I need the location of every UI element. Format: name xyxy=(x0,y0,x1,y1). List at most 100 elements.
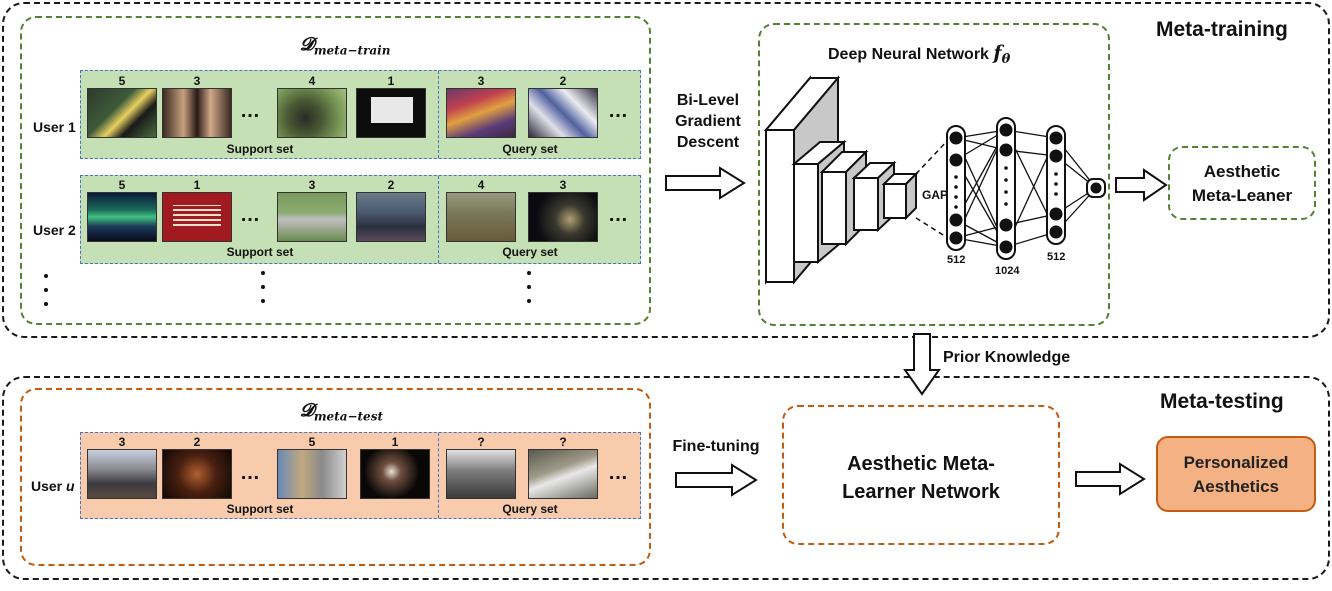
score-label: 1 xyxy=(387,74,395,88)
photo-field xyxy=(446,192,516,242)
meta-training-region xyxy=(2,2,1330,338)
personalized-line-2: Aesthetics xyxy=(1193,477,1279,496)
score-label: ? xyxy=(559,435,567,449)
fc-layer-512-b xyxy=(1046,125,1066,245)
ellipsis: … xyxy=(240,204,263,226)
support-query-divider xyxy=(438,433,439,518)
more-users-dots xyxy=(44,274,50,316)
learner-line-1: Aesthetic Meta- xyxy=(847,453,995,475)
layer-size-512-a: 512 xyxy=(947,254,966,266)
photo-toucan xyxy=(87,88,157,138)
conv-block-5 xyxy=(881,171,919,221)
photo-sign xyxy=(162,192,232,242)
dnn-diagram xyxy=(763,75,1106,285)
ellipsis: … xyxy=(608,204,631,226)
fine-tuning-label: Fine-tuning xyxy=(672,438,760,455)
ellipsis: … xyxy=(608,100,631,122)
user-2-label: User 2 xyxy=(33,222,76,238)
aesthetic-meta-learner-network-box xyxy=(782,405,1060,545)
gap-label: GAP xyxy=(922,188,949,202)
score-label: 5 xyxy=(118,178,126,192)
score-label: 3 xyxy=(308,178,316,192)
photo-soccer xyxy=(277,192,347,242)
photo-night xyxy=(528,192,598,242)
personalized-line-1: Personalized xyxy=(1183,453,1289,472)
meta-train-dataset-box xyxy=(20,16,651,325)
photo-friends xyxy=(162,88,232,138)
bi-level-line-1: Bi-Level xyxy=(676,92,740,109)
meta-train-dataset-label: 𝓓meta−train xyxy=(300,34,391,58)
support-set-label: Support set xyxy=(226,502,294,516)
layer-size-512-b: 512 xyxy=(1047,251,1066,263)
personalized-aesthetics-box: Personalized Aesthetics xyxy=(1156,436,1316,512)
meta-learner-line-2: Meta-Leaner xyxy=(1191,186,1293,205)
score-label: 2 xyxy=(559,74,567,88)
score-label: 3 xyxy=(118,435,126,449)
score-label: 1 xyxy=(391,435,399,449)
sign-text xyxy=(173,205,221,229)
ellipsis: … xyxy=(240,462,263,484)
photo-rally-car xyxy=(528,449,598,499)
meta-test-dataset-box xyxy=(20,388,651,566)
to-personalized-arrow xyxy=(1075,462,1146,496)
score-label: 5 xyxy=(308,435,316,449)
support-query-divider xyxy=(438,176,439,263)
score-label: 2 xyxy=(387,178,395,192)
photo-animal xyxy=(277,88,347,138)
support-set-label: Support set xyxy=(226,142,294,156)
to-meta-learner-arrow xyxy=(1115,168,1168,202)
meta-testing-region xyxy=(2,376,1330,580)
user-1-label: User 1 xyxy=(33,119,76,135)
meta-learner-line-1: Aesthetic xyxy=(1203,162,1281,181)
photo-performer xyxy=(360,449,430,499)
score-label: 4 xyxy=(477,178,485,192)
score-label: 3 xyxy=(559,178,567,192)
output-node xyxy=(1086,178,1106,198)
aesthetic-meta-learner-box: Aesthetic Meta-Leaner xyxy=(1168,146,1316,220)
photo-parade xyxy=(446,88,516,138)
photo-statue-crowd xyxy=(87,449,157,499)
query-set-label: Query set xyxy=(502,502,558,516)
layer-size-1024: 1024 xyxy=(995,265,1020,277)
fine-tuning-arrow xyxy=(675,463,758,497)
photo-bike xyxy=(528,88,598,138)
photo-dark-screen xyxy=(356,88,426,138)
query-set-label: Query set xyxy=(502,245,558,259)
dnn-box xyxy=(758,23,1110,326)
bi-level-label: Bi-Level Gradient Descent xyxy=(668,90,748,153)
support-query-divider xyxy=(438,71,439,158)
user-u-label: User u xyxy=(31,478,75,494)
fc-layer-512-a xyxy=(946,125,966,251)
photo-concert xyxy=(162,449,232,499)
learner-line-2: Learner Network xyxy=(842,481,1000,503)
photo-bw-tree xyxy=(446,449,516,499)
score-label: 3 xyxy=(477,74,485,88)
meta-testing-title: Meta-testing xyxy=(1160,390,1284,413)
meta-test-dataset-label: 𝓓meta−test xyxy=(300,400,383,424)
bi-level-line-2: Gradient xyxy=(675,113,741,130)
more-support-dots xyxy=(261,271,267,313)
query-set-label: Query set xyxy=(502,142,558,156)
screen-glow xyxy=(371,97,413,123)
ellipsis: … xyxy=(240,100,263,122)
score-label: 1 xyxy=(193,178,201,192)
meta-learner-network-label: Aesthetic Meta- Learner Network xyxy=(782,450,1060,506)
fc-connections xyxy=(955,129,1097,248)
score-label: ? xyxy=(477,435,485,449)
score-label: 5 xyxy=(118,74,126,88)
bi-level-arrow xyxy=(665,166,746,200)
support-set-label: Support set xyxy=(226,245,294,259)
score-label: 2 xyxy=(193,435,201,449)
score-label: 3 xyxy=(193,74,201,88)
more-query-dots xyxy=(527,271,533,313)
photo-aurora xyxy=(87,192,157,242)
dnn-title: Deep Neural Network fθ xyxy=(828,42,1011,68)
fc-layer-1024 xyxy=(996,117,1016,260)
bi-level-line-3: Descent xyxy=(676,134,740,151)
meta-training-title: Meta-training xyxy=(1156,18,1288,41)
photo-crowd xyxy=(356,192,426,242)
prior-knowledge-label: Prior Knowledge xyxy=(943,349,1071,366)
ellipsis: … xyxy=(608,462,631,484)
photo-buildings xyxy=(277,449,347,499)
score-label: 4 xyxy=(308,74,316,88)
